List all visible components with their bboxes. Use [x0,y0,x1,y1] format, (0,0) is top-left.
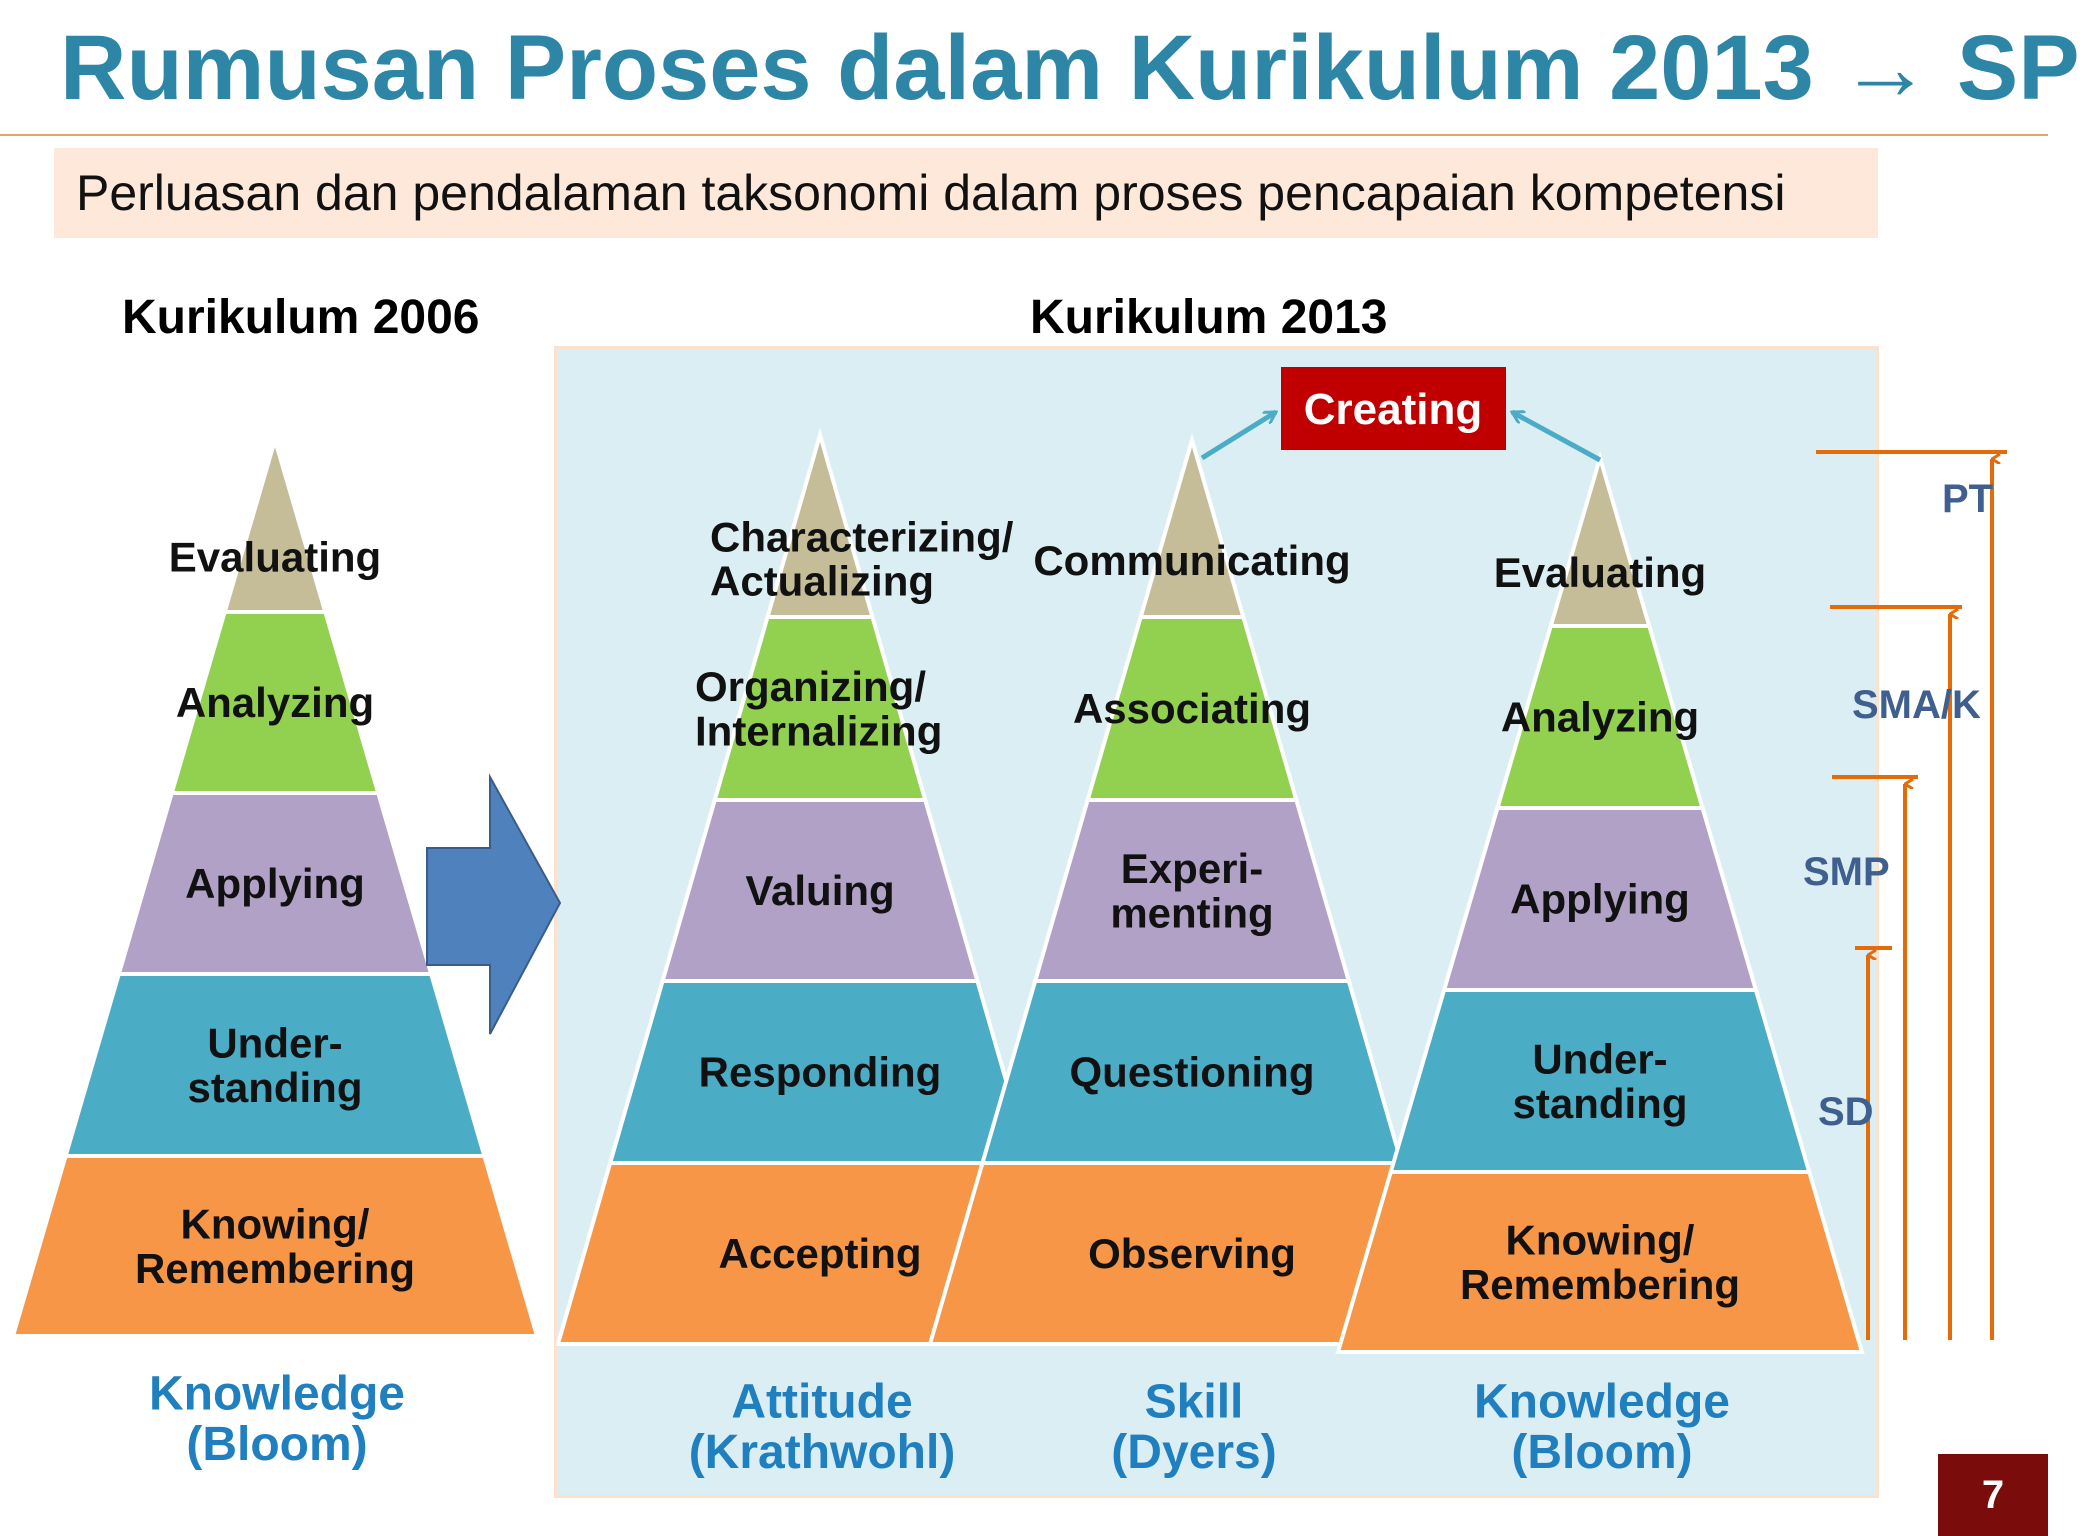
pyramid-level-label-skill-2: Experi-menting [1110,845,1273,936]
creating-label: Creating [1304,385,1482,434]
pyramid-level-label-skill-1: Questioning [1070,1049,1315,1096]
pyramid-level-label-attitude-2: Valuing [745,867,894,914]
creating-box [1281,367,1506,450]
pyramid-caption-knowledge: Knowledge(Bloom) [1474,1376,1730,1479]
subtitle-banner: Perluasan dan pendalaman taksonomi dalam… [54,148,1878,238]
page-number: 7 [1938,1454,2048,1536]
pyramid-level-label-k2006_knowledge-1: Under-standing [188,1020,363,1111]
heading-kurikulum-2013: Kurikulum 2013 [1030,291,1388,344]
pyramid-level-label-k2006_knowledge-2: Applying [185,860,365,907]
heading-kurikulum-2006: Kurikulum 2006 [122,291,480,344]
school-label-smak: SMA/K [1852,683,1981,727]
pyramid-level-label-skill-4: Communicating [1033,537,1350,584]
pyramid-level-label-k2006_knowledge-4: Evaluating [169,534,381,581]
subtitle-text: Perluasan dan pendalaman taksonomi dalam… [76,165,1786,221]
pyramid-level-knowledge-4 [1548,450,1652,628]
pyramid-caption-attitude: Attitude(Krathwohl) [689,1376,956,1479]
arrow-to-creating-right-icon [1512,409,1602,463]
school-label-smp: SMP [1803,850,1890,894]
pyramid-skill: Observing Questioning Experi-menting Associ… [927,432,1457,1479]
pyramid-caption-skill: Skill(Dyers) [1111,1376,1276,1479]
pyramid-level-label-knowledge-0: Knowing/Remembering [1460,1217,1740,1308]
pyramid-level-skill-4 [1138,432,1246,619]
pyramid-caption-k2006_knowledge: Knowledge(Bloom) [149,1368,405,1471]
pyramid-level-k2006_knowledge-4 [222,432,328,614]
pyramid-level-label-knowledge-1: Under-standing [1513,1036,1688,1127]
pyramid-level-label-attitude-1: Responding [699,1049,942,1096]
pyramid-level-label-k2006_knowledge-0: Knowing/Remembering [135,1201,415,1292]
school-level-arrows: SD SMP SMA/K PT [1803,450,2007,1340]
pyramid-level-label-attitude-4: Characterizing/Actualizing [710,513,1014,604]
pyramid-level-label-skill-3: Associating [1073,685,1311,732]
school-arrow-smp: SMP [1803,775,1918,1340]
school-label-pt: PT [1942,477,1993,521]
pyramid-level-label-knowledge-2: Applying [1510,876,1690,923]
pyramid-knowledge: Knowing/Remembering Under-standing Applyin… [1335,450,1865,1479]
school-arrow-smak: SMA/K [1830,605,1981,1340]
pyramid-level-label-k2006_knowledge-3: Analyzing [176,679,374,726]
pyramid-level-label-knowledge-4: Evaluating [1494,549,1706,596]
transition-arrow-icon [426,773,562,1035]
pyramid-kurikulum-2006-knowledge: Knowing/Remembering Under-standing Applyin… [10,432,540,1471]
school-arrow-pt: PT [1816,450,2007,1340]
pyramid-level-label-attitude-0: Accepting [718,1230,921,1277]
title-divider [0,134,2048,136]
school-arrow-sd: SD [1818,946,1892,1340]
slide-title: Rumusan Proses dalam Kurikulum 2013 → SP [60,17,2080,119]
pyramid-level-label-attitude-3: Organizing/Internalizing [695,663,942,754]
pyramid-level-label-knowledge-3: Analyzing [1501,694,1699,741]
pyramid-attitude: Accepting Responding Valuing Organizing/Int… [555,427,1085,1479]
pyramid-level-label-skill-0: Observing [1088,1230,1296,1277]
arrow-to-creating-left-icon [1200,409,1276,461]
pyramid-level-attitude-4 [764,427,876,619]
school-label-sd: SD [1818,1090,1874,1134]
